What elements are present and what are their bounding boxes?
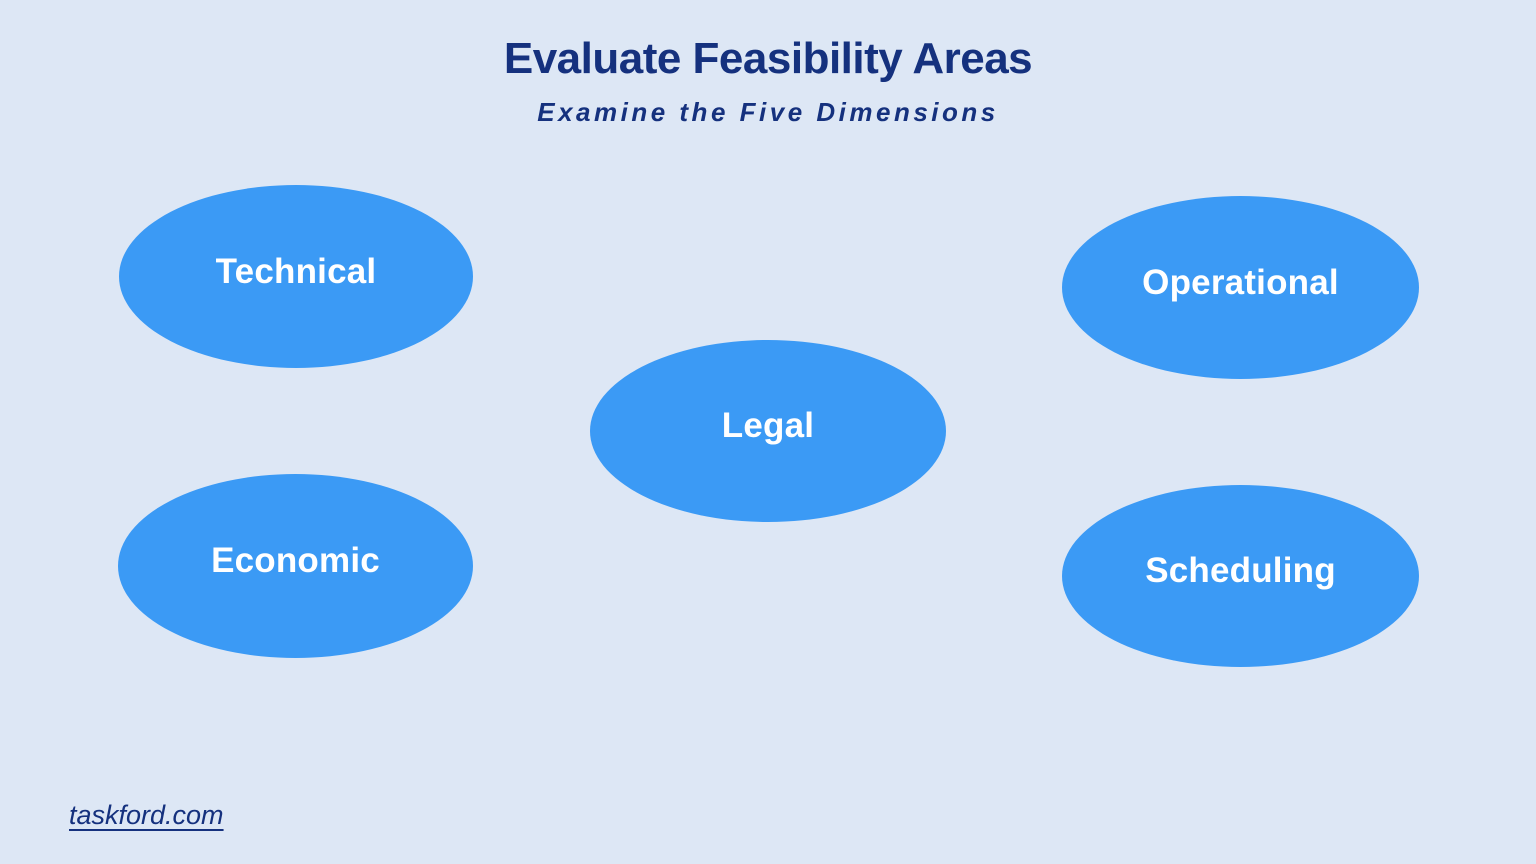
ellipse-technical-label: Technical bbox=[215, 251, 377, 291]
page-subtitle: Examine the Five Dimensions bbox=[537, 97, 999, 127]
ellipse-legal-label: Legal bbox=[721, 406, 815, 445]
ellipse-legal: Legal bbox=[590, 340, 946, 522]
ellipse-economic: Economic bbox=[118, 474, 473, 658]
footer-website-link[interactable]: taskford.com bbox=[69, 800, 224, 830]
ellipse-scheduling: Scheduling bbox=[1062, 485, 1419, 667]
page-title: Evaluate Feasibility Areas bbox=[503, 34, 1033, 83]
ellipse-technical: Technical bbox=[119, 185, 473, 368]
ellipse-operational: Operational bbox=[1062, 196, 1419, 379]
ellipse-scheduling-label: Scheduling bbox=[1145, 551, 1336, 590]
ellipse-operational-label: Operational bbox=[1142, 262, 1339, 302]
ellipse-economic-label: Economic bbox=[211, 541, 380, 580]
